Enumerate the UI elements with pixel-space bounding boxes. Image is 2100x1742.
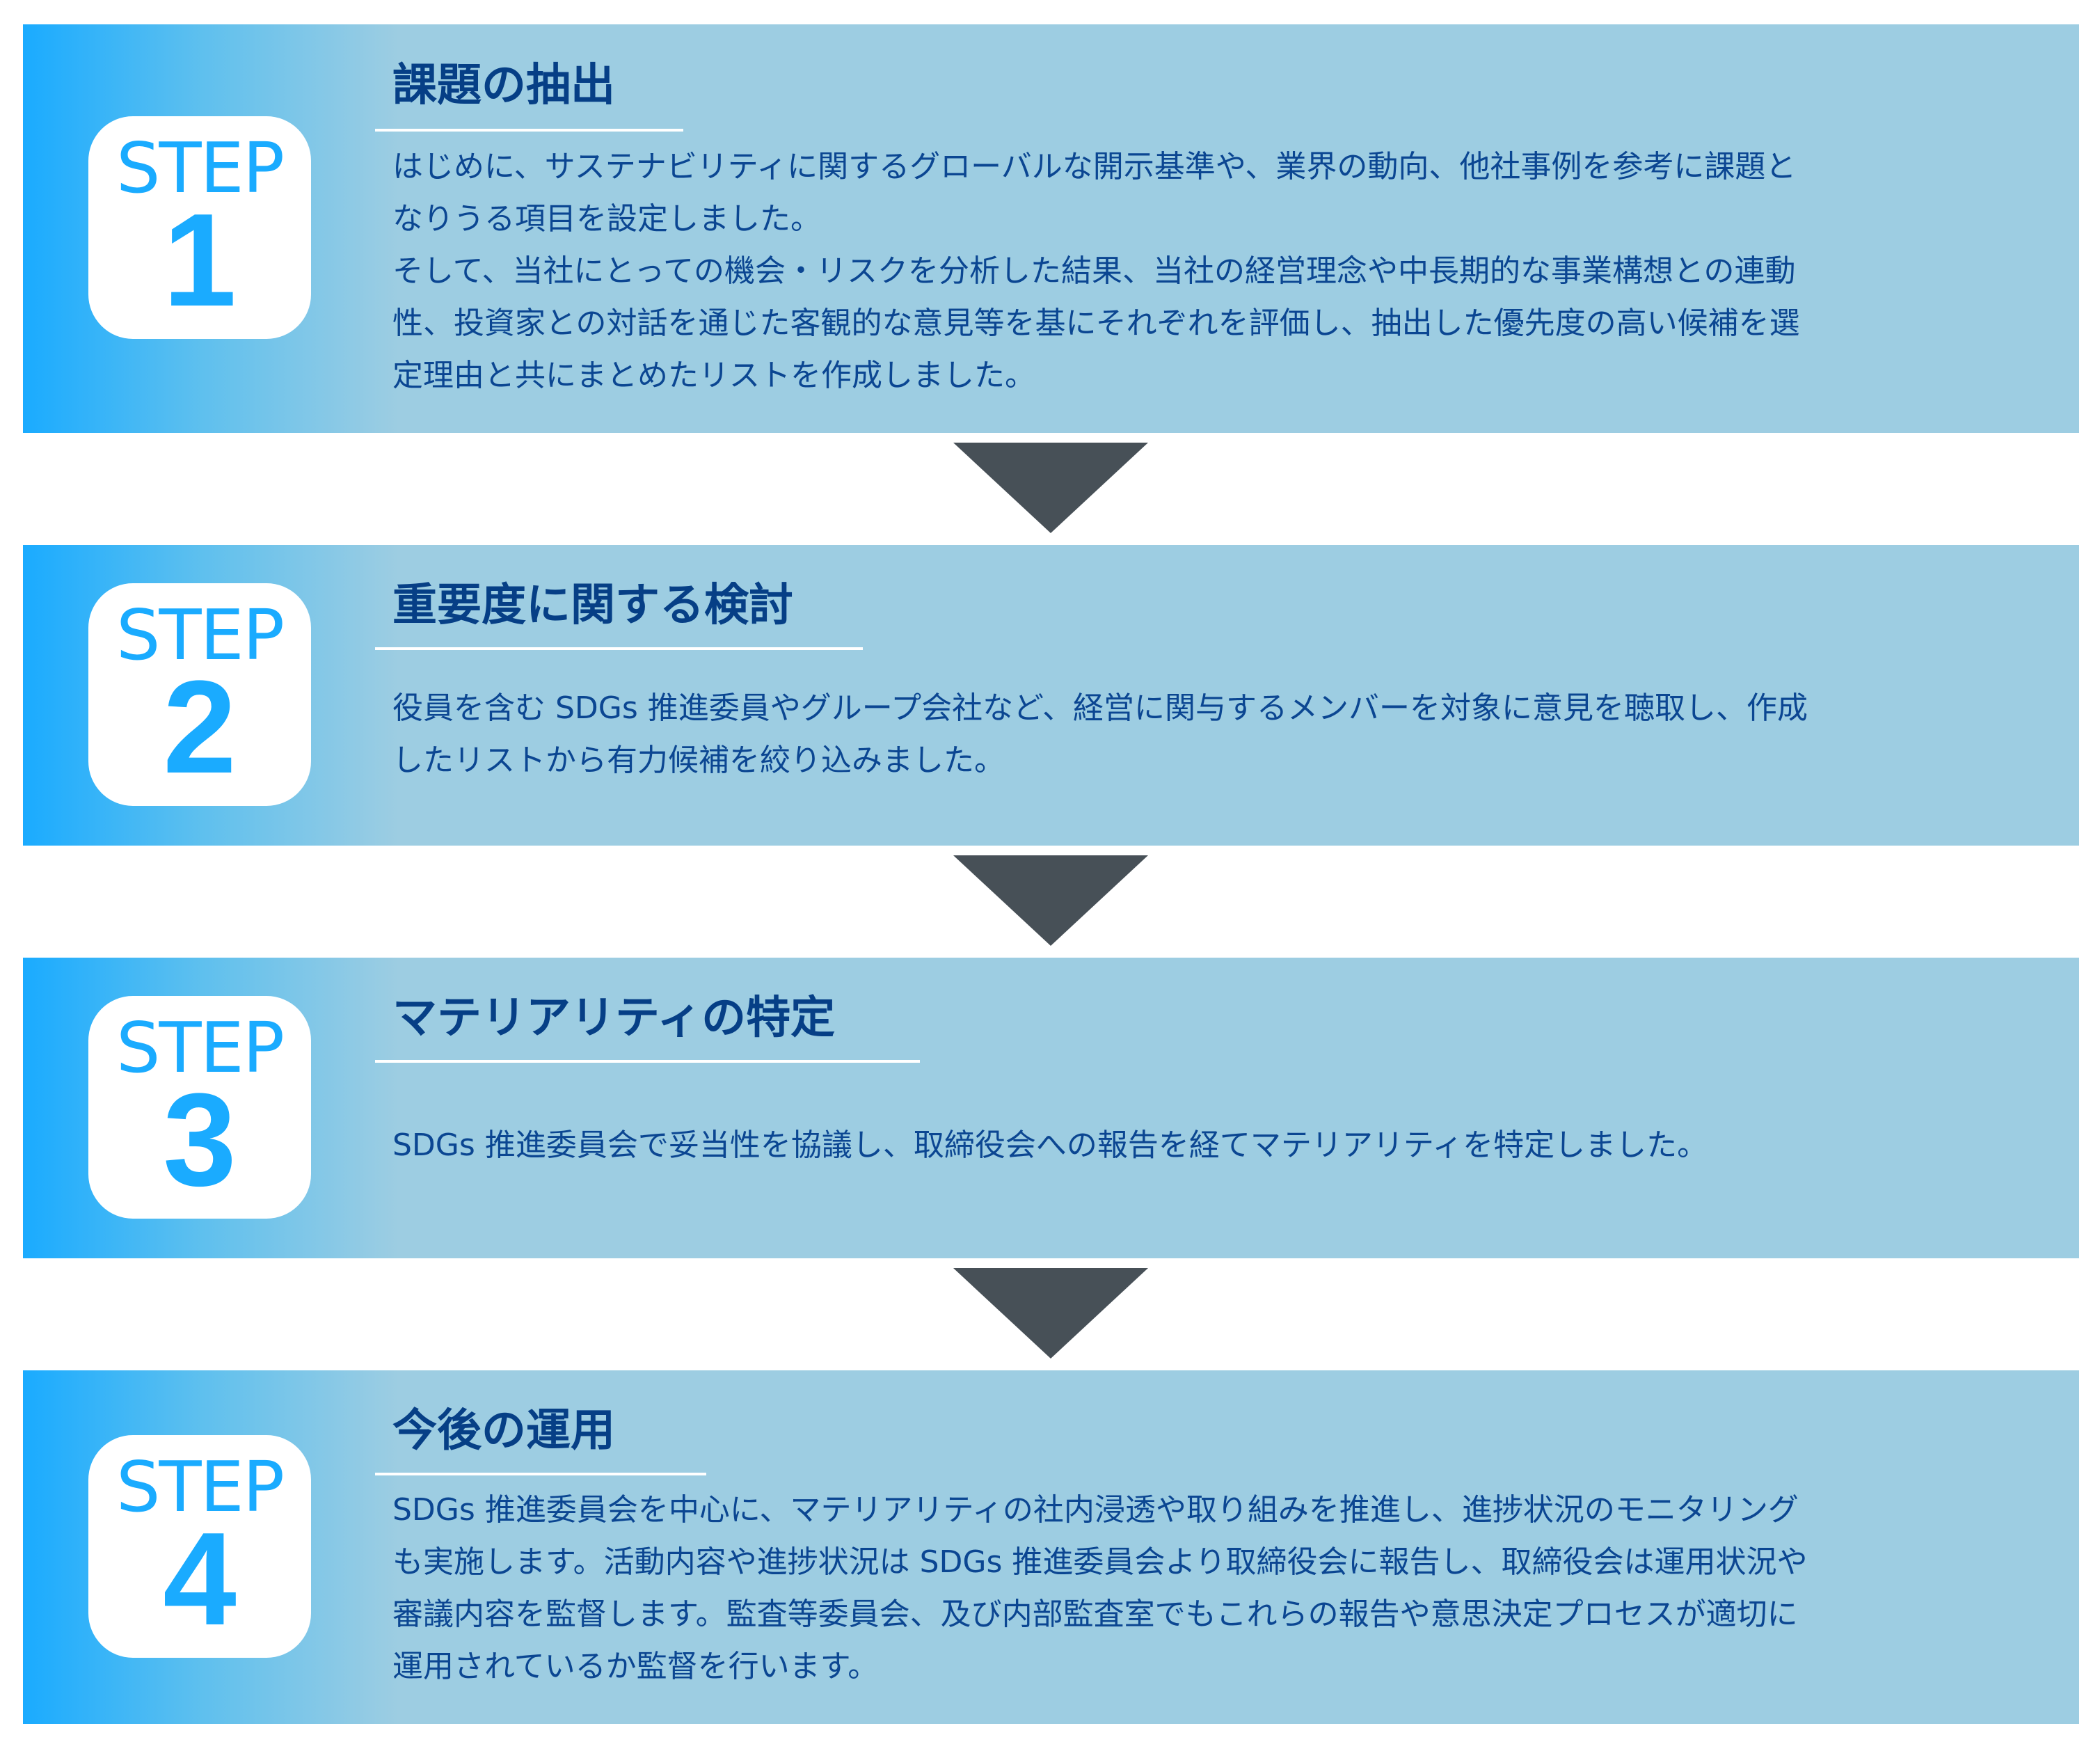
description-line: そして、当社にとっての機会・リスクを分析した結果、当社の経営理念や中長期的な事業… [392,253,1796,289]
step-badge: STEP 2 [88,583,311,806]
step-label: STEP [116,1007,285,1088]
step-badge: STEP 4 [88,1435,311,1658]
down-arrow-icon [953,855,1148,946]
description-line: 定理由と共にまとめたリストを作成しました。 [392,358,1035,393]
down-arrow-icon [953,1268,1148,1359]
step-badge: STEP 1 [88,116,311,339]
step-title: 今後の運用 [392,1405,615,1457]
step-number: 2 [163,654,237,801]
step-description: SDGs 推進委員会で妥当性を協議し、取締役会への報告を経てマテリアリティを特定… [392,1119,1708,1171]
step-description: SDGs 推進委員会を中心に、マテリアリティの社内浸透や取り組みを推進し、進捗状… [392,1484,1808,1693]
step-panel-2: STEP 2 重要度に関する検討 役員を含む SDGs 推進委員やグループ会社な… [23,545,2079,846]
description-line: 性、投資家との対話を通じた客観的な意見等を基にそれぞれを評価し、抽出した優先度の… [392,306,1800,341]
description-line: 運用されているか監督を行います。 [392,1649,879,1684]
step-title: 課題の抽出 [392,60,615,111]
down-arrow-icon [953,443,1148,533]
step-panel-3: STEP 3 マテリアリティの特定 SDGs 推進委員会で妥当性を協議し、取締役… [23,958,2079,1258]
step-description: はじめに、サステナビリティに関するグローバルな開示基準や、業界の動向、他社事例を… [392,141,1800,402]
description-line: SDGs 推進委員会で妥当性を協議し、取締役会への報告を経てマテリアリティを特定… [392,1127,1708,1163]
description-line: したリストから有力候補を絞り込みました。 [392,743,1005,778]
title-underline [375,1473,706,1475]
description-line: はじめに、サステナビリティに関するグローバルな開示基準や、業界の動向、他社事例を… [392,149,1797,184]
description-line: 役員を含む SDGs 推進委員やグループ会社など、経営に関与するメンバーを対象に… [392,690,1808,726]
step-label: STEP [116,127,285,209]
step-panel-4: STEP 4 今後の運用 SDGs 推進委員会を中心に、マテリアリティの社内浸透… [23,1370,2079,1724]
description-line: なりうる項目を設定しました。 [392,201,821,237]
title-underline [375,1060,920,1063]
step-number: 4 [163,1505,237,1653]
step-badge: STEP 3 [88,996,311,1219]
step-number: 3 [163,1066,237,1214]
step-panel-1: STEP 1 課題の抽出 はじめに、サステナビリティに関するグローバルな開示基準… [23,24,2079,433]
step-description: 役員を含む SDGs 推進委員やグループ会社など、経営に関与するメンバーを対象に… [392,682,1808,786]
step-label: STEP [116,594,285,676]
title-underline [375,647,863,650]
description-line: SDGs 推進委員会を中心に、マテリアリティの社内浸透や取り組みを推進し、進捗状… [392,1492,1799,1528]
step-title: 重要度に関する検討 [392,580,793,631]
step-label: STEP [116,1446,285,1528]
step-number: 1 [163,187,237,334]
step-title: マテリアリティの特定 [392,992,836,1044]
description-line: も実施します。活動内容や進捗状況は SDGs 推進委員会より取締役会に報告し、取… [392,1544,1808,1580]
title-underline [375,129,683,132]
description-line: 審議内容を監督します。監査等委員会、及び内部監査室でもこれらの報告や意思決定プロ… [392,1597,1798,1632]
